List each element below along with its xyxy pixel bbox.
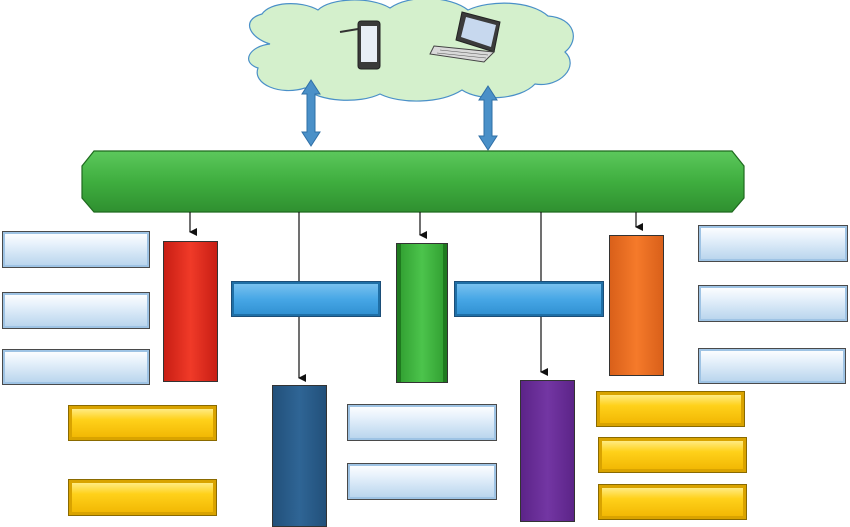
left-box-3 bbox=[2, 349, 150, 385]
right-yellow-box-3 bbox=[598, 484, 747, 520]
mid-blue-box-left bbox=[231, 281, 381, 317]
navy-column bbox=[272, 385, 327, 527]
cloud-shape bbox=[248, 0, 574, 102]
right-box-3 bbox=[698, 348, 846, 384]
left-box-1 bbox=[2, 231, 150, 268]
cloud-link-arrow-right bbox=[478, 85, 498, 151]
right-box-1 bbox=[698, 225, 848, 262]
left-yellow-box-2 bbox=[68, 479, 217, 516]
orange-column bbox=[609, 235, 664, 376]
center-box-1 bbox=[347, 404, 497, 441]
mid-blue-box-right bbox=[454, 281, 604, 317]
center-box-2 bbox=[347, 463, 497, 500]
right-yellow-box-2 bbox=[598, 437, 747, 473]
left-yellow-box-1 bbox=[68, 405, 217, 441]
cloud bbox=[248, 0, 574, 102]
green-column bbox=[396, 243, 448, 383]
left-box-2 bbox=[2, 292, 150, 329]
right-box-2 bbox=[698, 285, 848, 322]
right-yellow-box-1 bbox=[596, 391, 745, 427]
red-column bbox=[163, 241, 218, 382]
network-bus bbox=[81, 150, 745, 213]
tablet-icon bbox=[339, 20, 381, 70]
purple-column bbox=[520, 380, 575, 522]
laptop-icon bbox=[429, 11, 501, 63]
cloud-link-arrow-left bbox=[301, 79, 321, 147]
